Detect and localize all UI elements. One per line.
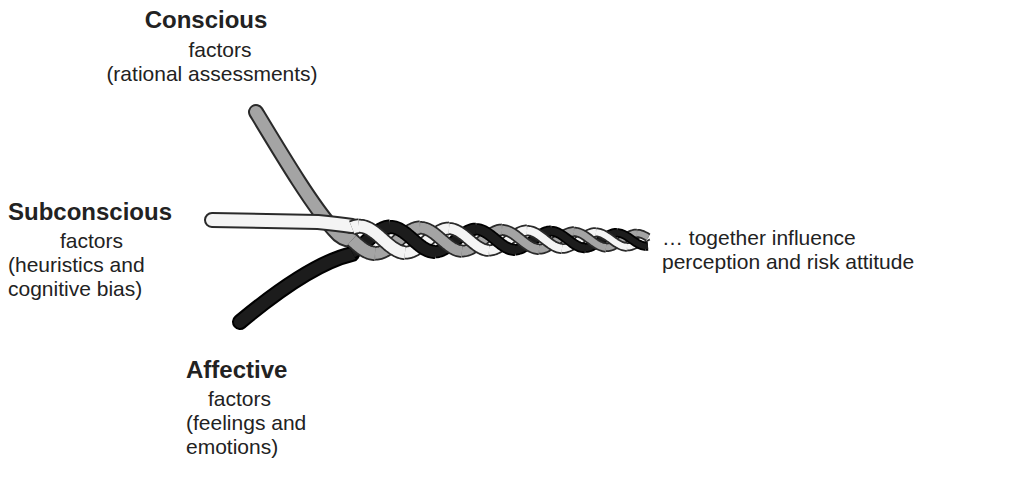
braid	[352, 226, 648, 253]
factor-heading: Subconscious	[8, 198, 208, 226]
result-caption: … together influence perception and risk…	[662, 226, 952, 274]
braid-strand-outline	[352, 240, 375, 253]
strand-leadins	[212, 112, 352, 322]
affective-strand	[240, 254, 352, 322]
braid-strand	[352, 240, 375, 253]
factor-description: (feelings and emotions)	[186, 411, 346, 459]
braid-strand-outline	[527, 231, 562, 249]
braid-strand-outline	[449, 229, 489, 251]
factor-word: factors	[100, 38, 340, 62]
braid-strand-outline	[352, 226, 359, 228]
braid-strand-outline	[637, 233, 648, 237]
braid-strand	[352, 226, 359, 228]
braid-strand	[449, 229, 489, 251]
factor-description: (rational assessments)	[92, 62, 332, 86]
factor-heading: Affective	[186, 356, 386, 384]
braid-strand	[359, 226, 405, 252]
factor-description: (heuristics and cognitive bias)	[8, 253, 183, 301]
factor-word: factors	[60, 229, 210, 253]
factor-heading: Conscious	[86, 6, 326, 34]
braid-strand	[596, 232, 627, 246]
subconscious-strand-outline	[212, 220, 352, 226]
braid-strand	[646, 244, 648, 249]
braid-strand-outline	[359, 226, 405, 252]
braid-strand	[637, 233, 648, 237]
braid-strand-outline	[646, 242, 648, 251]
affective-strand-outline	[240, 254, 352, 322]
braid-strand-outline	[596, 232, 627, 246]
subconscious-strand	[212, 220, 352, 226]
factor-word: factors	[208, 387, 358, 411]
braid-strand	[527, 231, 562, 249]
